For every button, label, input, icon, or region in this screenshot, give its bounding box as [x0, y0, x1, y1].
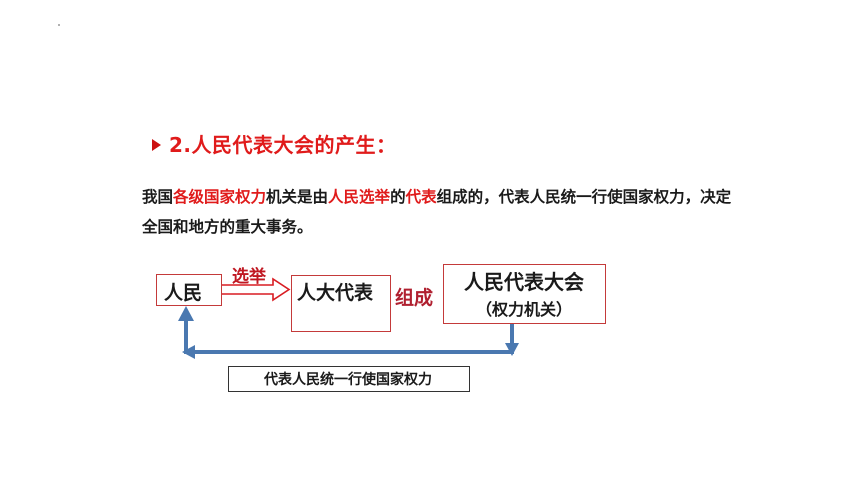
highlight-text: 各级国家权力 [173, 188, 267, 206]
paragraph-text: 组成的，代表人民统一行使国家权力，决定全国和地方的重大事务。 [142, 188, 732, 236]
congress-box [443, 264, 606, 324]
compose-label: 组成 [395, 287, 434, 309]
paragraph-text: 的 [390, 188, 406, 206]
return-arrow-head-up [178, 306, 194, 321]
arrow-bullet-icon [152, 138, 161, 151]
return-arrow-line [184, 320, 514, 354]
congress-subtitle: （权力机关） [475, 300, 572, 319]
section-heading: 2.人民代表大会的产生： [152, 129, 397, 158]
highlight-text: 人民选举 [328, 188, 391, 206]
heading-text: 2.人民代表大会的产生： [169, 133, 397, 157]
return-arrow-corner-down [505, 343, 519, 356]
deputies-box [291, 275, 391, 332]
body-paragraph: 我国各级国家权力机关是由人民选举的代表组成的，代表人民统一行使国家权力，决定全国… [142, 182, 742, 242]
people-box [156, 274, 222, 306]
elect-label: 选举 [232, 267, 266, 287]
people-label: 人民 [164, 282, 203, 304]
paragraph-text: 我国 [142, 188, 174, 206]
paragraph-text: 机关是由 [266, 188, 329, 206]
deputies-label: 人大代表 [297, 282, 374, 304]
elect-arrow [220, 277, 291, 302]
congress-title: 人民代表大会 [464, 270, 584, 294]
slide-dot [58, 24, 60, 26]
highlight-text: 代表 [405, 188, 437, 206]
return-arrow-corner-left [182, 345, 195, 359]
bottom-label: 代表人民统一行使国家权力 [264, 372, 432, 388]
bottom-label-box [228, 366, 470, 392]
